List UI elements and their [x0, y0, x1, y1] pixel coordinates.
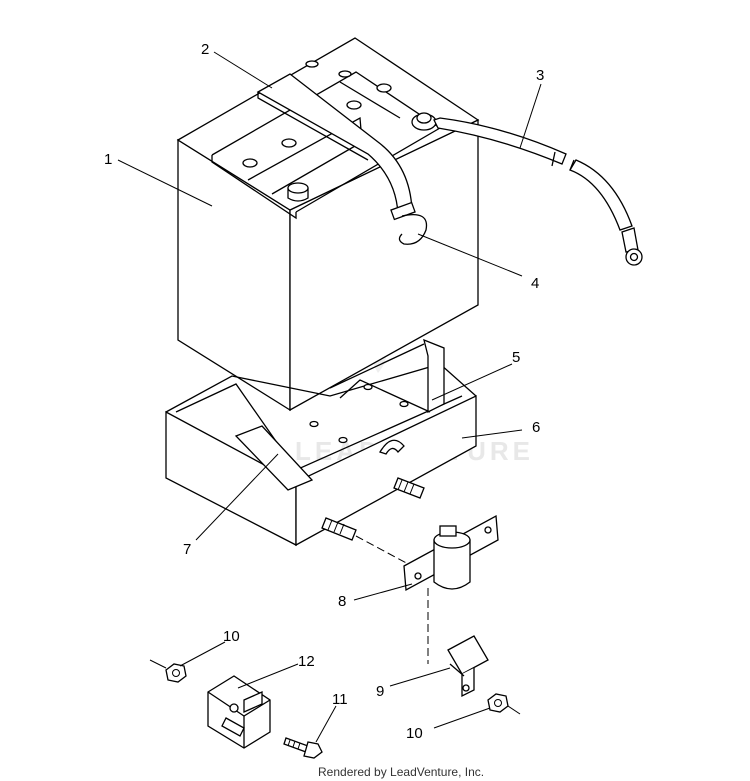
footer-credit: Rendered by LeadVenture, Inc.	[318, 765, 484, 779]
leader-lines	[117, 51, 542, 743]
battery-cable	[411, 112, 643, 266]
hex-nut-left	[149, 659, 187, 683]
assembly-line	[355, 535, 413, 567]
bolt	[283, 737, 323, 759]
callout-2: 2	[201, 41, 209, 58]
callout-3: 3	[536, 67, 544, 84]
callout-9: 9	[376, 683, 384, 700]
hex-nut-right	[487, 693, 521, 715]
callout-1: 1	[104, 151, 112, 168]
terminal-post	[287, 182, 309, 202]
callout-10-right: 10	[406, 725, 423, 742]
strap-hook	[398, 213, 428, 245]
vent-caps	[242, 60, 392, 168]
callout-6: 6	[532, 419, 540, 436]
callout-4: 4	[531, 275, 539, 292]
callout-12: 12	[298, 653, 315, 670]
connector-clip	[447, 635, 489, 698]
callout-11: 11	[332, 691, 348, 708]
callout-5: 5	[512, 349, 520, 366]
callouts: 1 2 3 4 5 6 7 8 9 10 10 11 12	[104, 41, 544, 742]
bracket-with-relay	[403, 514, 499, 592]
mounting-studs	[321, 477, 425, 541]
battery-strap	[256, 73, 416, 221]
mount-bracket	[207, 675, 271, 749]
callout-8: 8	[338, 593, 346, 610]
callout-10-left: 10	[223, 628, 240, 645]
callout-7: 7	[183, 541, 191, 558]
battery-tray	[165, 338, 477, 547]
